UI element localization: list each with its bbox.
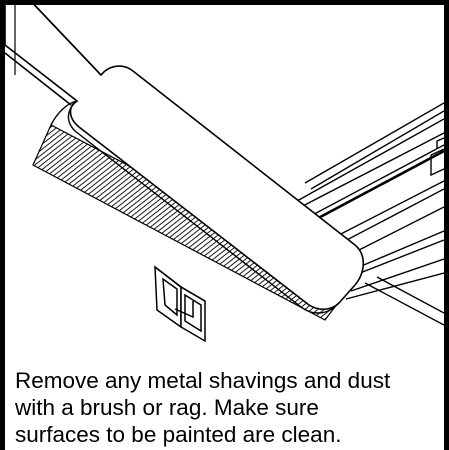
instruction-line: Remove any metal shavings and dust bbox=[15, 368, 391, 393]
brush bbox=[5, 5, 365, 321]
instruction-text: Remove any metal shavings and dust with … bbox=[15, 367, 443, 448]
instruction-line: surfaces to be painted are clean. bbox=[15, 422, 342, 447]
brush-cleaning-illustration bbox=[5, 5, 444, 343]
instruction-line: with a brush or rag. Make sure bbox=[15, 395, 319, 420]
rail-assembly bbox=[292, 102, 444, 326]
bracket bbox=[154, 265, 206, 343]
